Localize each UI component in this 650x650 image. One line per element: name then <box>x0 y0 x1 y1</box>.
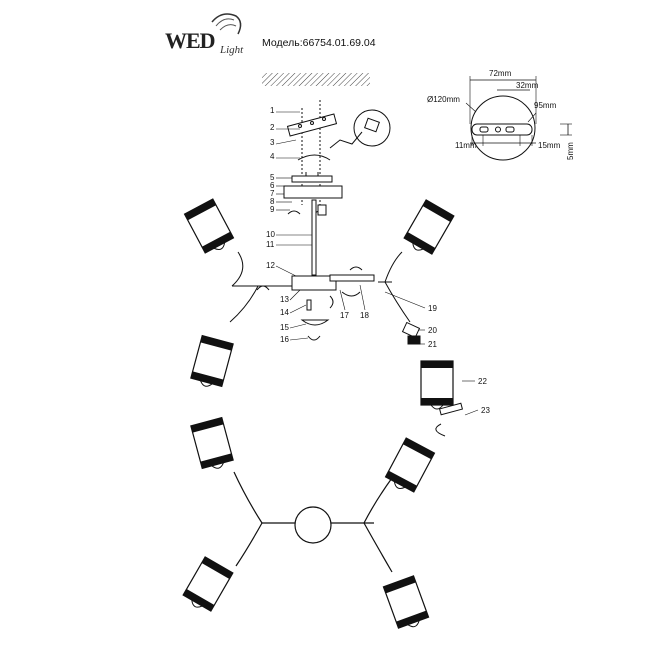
dim-11: 11mm <box>455 141 477 150</box>
part-number-14: 14 <box>280 308 289 317</box>
part-labels <box>275 111 479 416</box>
bulb-socket <box>401 321 421 345</box>
part-number-9: 9 <box>270 205 275 214</box>
shade-top-left <box>183 198 236 258</box>
shade-mid-left <box>189 335 234 391</box>
part-number-12: 12 <box>266 261 275 270</box>
shade-lower-bottom-right <box>382 575 431 633</box>
brand-logo-script: Light <box>220 44 244 56</box>
part-number-17: 17 <box>340 311 349 320</box>
part-number-3: 3 <box>270 138 275 147</box>
part-number-23: 23 <box>481 406 490 415</box>
part-number-19: 19 <box>428 304 437 313</box>
part-number-1: 1 <box>270 106 275 115</box>
dim-32: 32mm <box>516 81 539 90</box>
part-number-4: 4 <box>270 152 275 161</box>
dim-15: 15mm <box>538 141 561 150</box>
ceiling-hatch <box>262 73 370 86</box>
part-number-21: 21 <box>428 340 437 349</box>
dim-5: 5mm <box>566 142 575 160</box>
logo-swirl-icon <box>211 13 242 35</box>
part-number-5: 5 <box>270 173 275 182</box>
part-number-7: 7 <box>270 189 275 198</box>
shade-lower-top-right <box>383 437 436 497</box>
model-number: Модель:66754.01.69.04 <box>262 37 376 49</box>
mounting-parts <box>283 100 391 341</box>
lower-fixture <box>233 471 393 573</box>
part-numbers: 1 2 3 4 5 6 7 8 9 10 11 12 13 14 15 16 1… <box>266 106 490 415</box>
brand-logo-text: WED <box>165 28 216 53</box>
part-number-22: 22 <box>478 377 487 386</box>
dim-95: 95mm <box>534 101 557 110</box>
mounting-plate-detail <box>465 76 572 161</box>
part-number-8: 8 <box>270 197 275 206</box>
part-number-6: 6 <box>270 181 275 190</box>
part-number-10: 10 <box>266 230 275 239</box>
part-number-11: 11 <box>266 240 275 249</box>
part-number-13: 13 <box>280 295 289 304</box>
dim-diameter-120: Ø120mm <box>427 95 460 104</box>
shade-lower-top-left <box>190 417 235 473</box>
part-number-20: 20 <box>428 326 437 335</box>
dim-72: 72mm <box>489 69 512 78</box>
part-number-2: 2 <box>270 123 275 132</box>
part-number-15: 15 <box>280 323 289 332</box>
shade-lower-bottom-left <box>180 556 234 616</box>
part-number-18: 18 <box>360 311 369 320</box>
upper-fixture <box>229 251 464 437</box>
part-number-16: 16 <box>280 335 289 344</box>
shade-mid-right <box>420 360 454 410</box>
shade-top-right <box>401 199 455 259</box>
